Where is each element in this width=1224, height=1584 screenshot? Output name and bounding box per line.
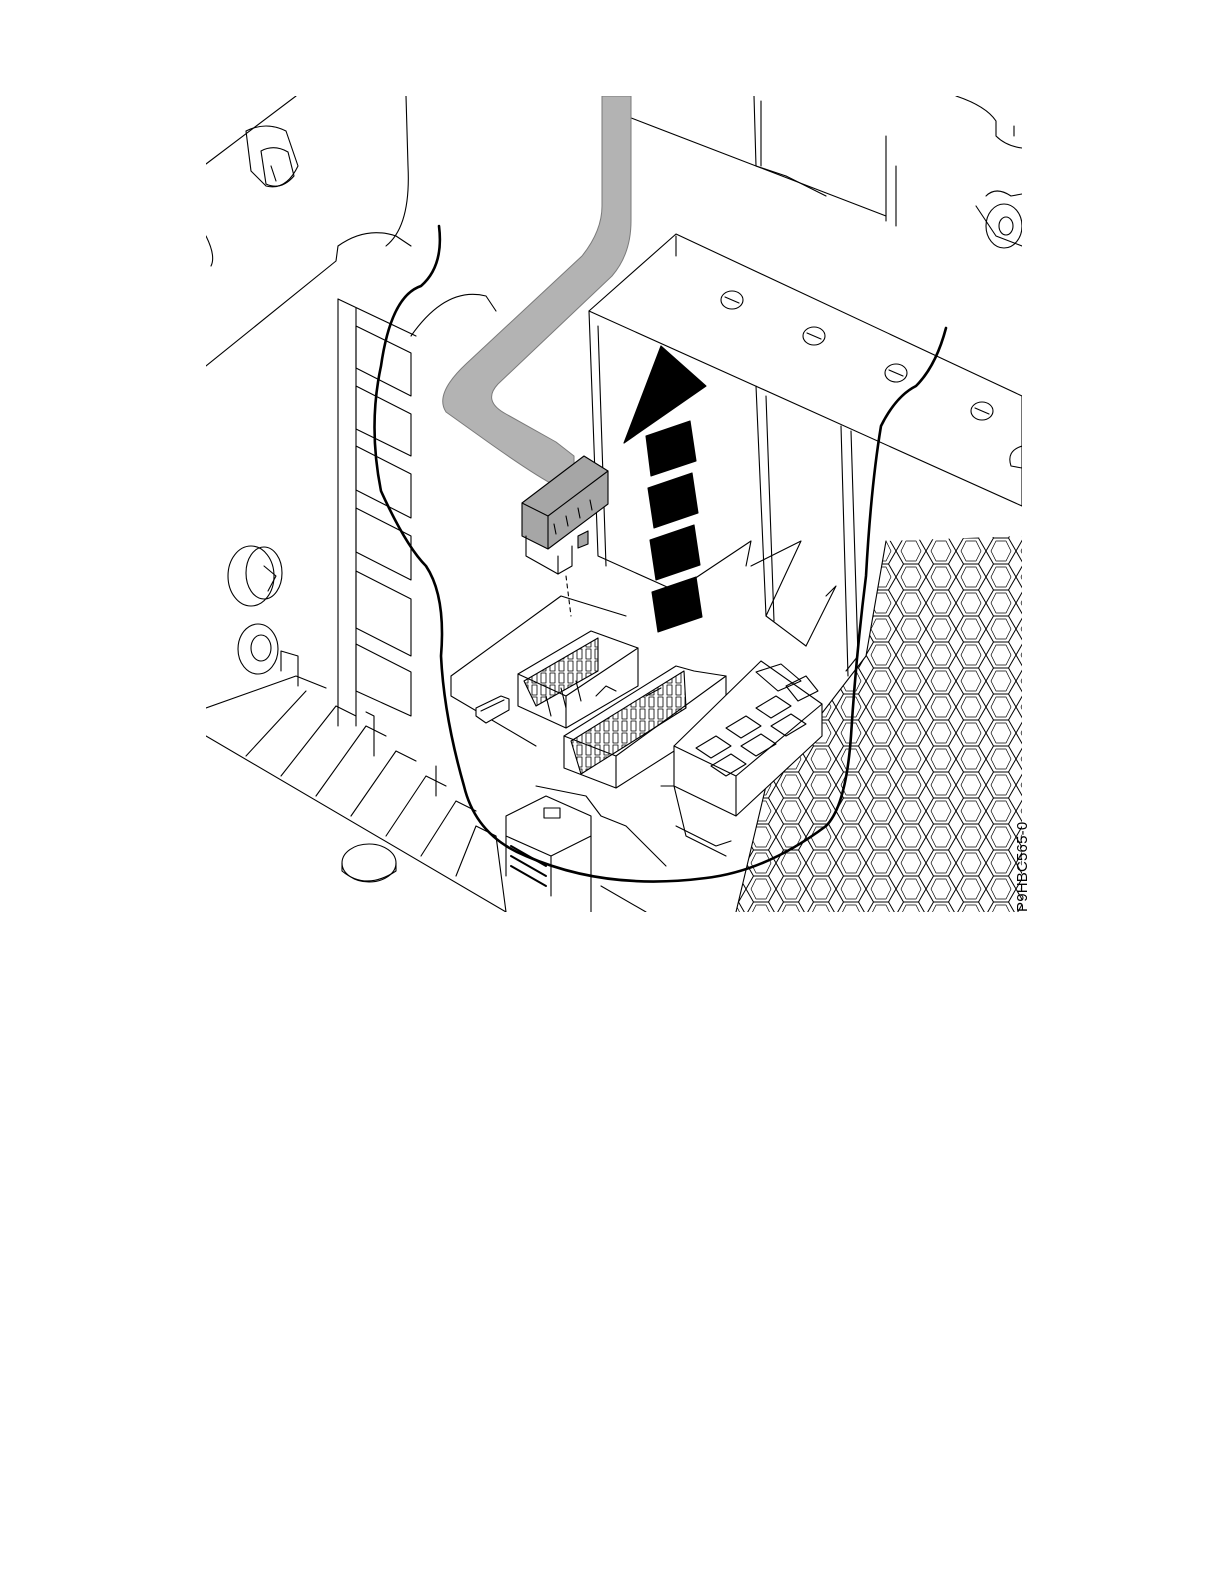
signal-cable bbox=[443, 96, 631, 490]
lift-direction-arrow bbox=[624, 346, 706, 632]
screw-3 bbox=[885, 364, 907, 382]
rear-bracket bbox=[626, 96, 1022, 248]
screw-4 bbox=[971, 402, 993, 420]
board-latch bbox=[506, 786, 666, 912]
mounting-boss-lower bbox=[238, 624, 298, 686]
service-illustration bbox=[206, 96, 1022, 912]
chassis-left-wall bbox=[206, 96, 411, 366]
mounting-boss-upper bbox=[228, 546, 282, 606]
floor-disc bbox=[342, 844, 396, 882]
cable-connector bbox=[522, 456, 608, 616]
screw-2 bbox=[803, 327, 825, 345]
screw-1 bbox=[721, 291, 743, 309]
figure-id-label: P9HBC565-0 bbox=[1014, 822, 1031, 912]
